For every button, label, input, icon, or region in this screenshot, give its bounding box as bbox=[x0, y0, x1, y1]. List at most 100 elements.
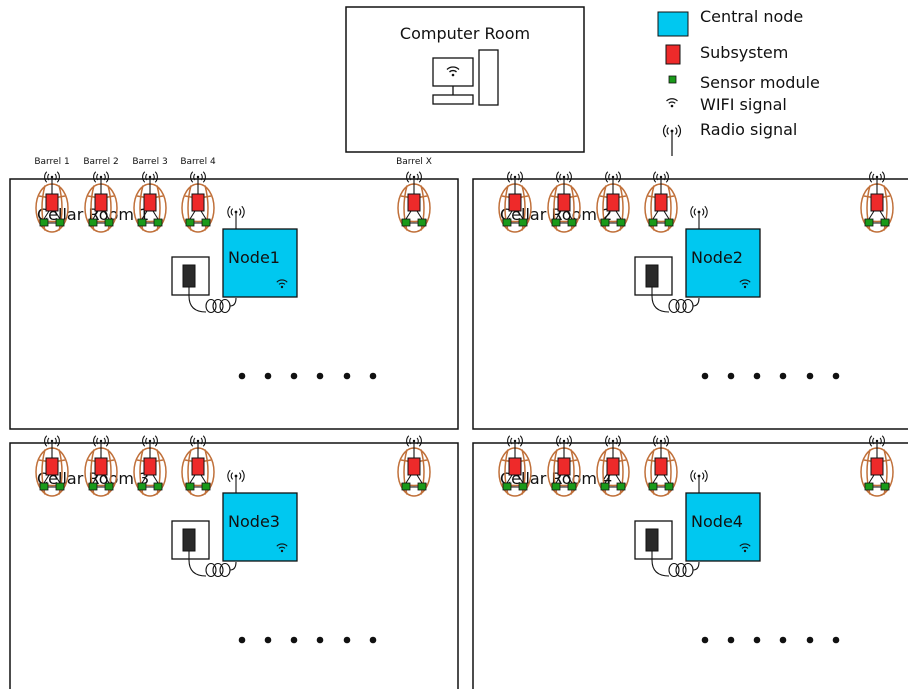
radio-antenna-icon bbox=[690, 469, 708, 483]
computer-icon bbox=[432, 49, 499, 106]
barrel-label: Barrel 1 bbox=[34, 157, 69, 167]
barrel bbox=[547, 435, 581, 497]
barrel-label: Barrel 4 bbox=[180, 157, 216, 167]
ellipsis-dot bbox=[832, 636, 840, 644]
node-label: Node3 bbox=[228, 512, 280, 531]
sensor-module-icon bbox=[104, 218, 114, 227]
ellipsis-dot bbox=[701, 636, 709, 644]
ellipsis-dot bbox=[369, 636, 377, 644]
sensor-module-icon bbox=[104, 482, 114, 491]
central-node-icon bbox=[685, 228, 761, 298]
radio-antenna-icon bbox=[93, 171, 109, 183]
ellipsis-dot bbox=[806, 372, 814, 380]
barrel-icon bbox=[133, 183, 167, 233]
power-outlet-icon bbox=[634, 520, 673, 560]
wifi-icon bbox=[276, 543, 288, 553]
subsystem-icon bbox=[606, 193, 620, 212]
barrel: Barrel X bbox=[396, 157, 432, 233]
sensor-module-icon bbox=[864, 482, 874, 491]
central-node-icon bbox=[222, 492, 298, 562]
sensor-module-icon bbox=[88, 482, 98, 491]
barrel bbox=[860, 171, 894, 233]
wifi-icon bbox=[276, 279, 288, 289]
sensor-module-icon bbox=[39, 482, 49, 491]
radio-antenna-icon bbox=[556, 171, 572, 183]
power-outlet-icon bbox=[171, 256, 210, 296]
ellipsis-dot bbox=[779, 372, 787, 380]
cellar-room-box bbox=[472, 442, 908, 689]
barrel bbox=[397, 435, 431, 497]
ellipsis-dot bbox=[290, 372, 298, 380]
sensor-module-icon bbox=[401, 482, 411, 491]
sensor-module-icon bbox=[502, 218, 512, 227]
sensor-module-icon bbox=[39, 218, 49, 227]
sensor-module-icon bbox=[551, 482, 561, 491]
ellipsis-dot bbox=[727, 372, 735, 380]
subsystem-icon bbox=[654, 193, 668, 212]
sensor-module-icon bbox=[567, 482, 577, 491]
subsystem-icon bbox=[45, 457, 59, 476]
sensor-module-icon bbox=[648, 482, 658, 491]
radio-antenna-icon bbox=[605, 435, 621, 447]
radio-antenna-icon bbox=[142, 435, 158, 447]
sensor-module-icon bbox=[137, 218, 147, 227]
radio-antenna-icon bbox=[406, 171, 422, 183]
ellipsis-dot bbox=[343, 636, 351, 644]
subsystem-icon bbox=[557, 457, 571, 476]
radio-antenna-icon bbox=[653, 435, 669, 447]
power-outlet-icon bbox=[171, 520, 210, 560]
radio-antenna-icon bbox=[93, 435, 109, 447]
ellipsis-dot bbox=[238, 636, 246, 644]
legend-label-sensor-module: Sensor module bbox=[700, 73, 820, 92]
barrel bbox=[860, 435, 894, 497]
ellipsis-dot bbox=[832, 372, 840, 380]
computer-room-box bbox=[345, 6, 585, 153]
radio-antenna-icon bbox=[690, 205, 708, 219]
barrel: Barrel 3 bbox=[132, 157, 168, 233]
subsystem-icon bbox=[606, 457, 620, 476]
subsystem-icon bbox=[654, 457, 668, 476]
subsystem-icon bbox=[191, 193, 205, 212]
radio-antenna-icon bbox=[662, 124, 682, 156]
sensor-module-icon bbox=[55, 218, 65, 227]
radio-antenna-icon bbox=[605, 171, 621, 183]
barrel-label: Barrel X bbox=[396, 157, 432, 167]
subsystem-icon bbox=[143, 193, 157, 212]
sensor-module-icon bbox=[880, 218, 890, 227]
sensor-module-icon bbox=[185, 218, 195, 227]
ellipsis-dot bbox=[369, 372, 377, 380]
ellipsis-dot bbox=[727, 636, 735, 644]
legend-label-wifi-signal: WIFI signal bbox=[700, 95, 787, 114]
barrel-icon bbox=[84, 447, 118, 497]
sensor-module-icon bbox=[648, 218, 658, 227]
subsystem-icon bbox=[870, 457, 884, 476]
ellipsis-dot bbox=[316, 636, 324, 644]
barrel bbox=[133, 435, 167, 497]
sensor-module-icon bbox=[518, 218, 528, 227]
sensor-module-icon bbox=[153, 482, 163, 491]
barrel-label: Barrel 3 bbox=[132, 157, 167, 167]
barrel bbox=[35, 435, 69, 497]
node-label: Node1 bbox=[228, 248, 280, 267]
central-node-icon bbox=[657, 11, 689, 37]
radio-antenna-icon bbox=[406, 435, 422, 447]
sensor-module-icon bbox=[616, 218, 626, 227]
sensor-module-icon bbox=[55, 482, 65, 491]
central-node-icon bbox=[685, 492, 761, 562]
cable-coil-icon bbox=[651, 287, 700, 314]
radio-antenna-icon bbox=[142, 171, 158, 183]
computer-room: Computer Room bbox=[345, 6, 585, 153]
wifi-icon bbox=[666, 98, 678, 108]
sensor-module-icon bbox=[880, 482, 890, 491]
ellipsis-dot bbox=[290, 636, 298, 644]
subsystem-icon bbox=[508, 457, 522, 476]
radio-antenna-icon bbox=[556, 435, 572, 447]
wifi-icon bbox=[739, 279, 751, 289]
barrel: Barrel 4 bbox=[180, 157, 216, 233]
subsystem-icon bbox=[94, 457, 108, 476]
sensor-module-icon bbox=[864, 218, 874, 227]
